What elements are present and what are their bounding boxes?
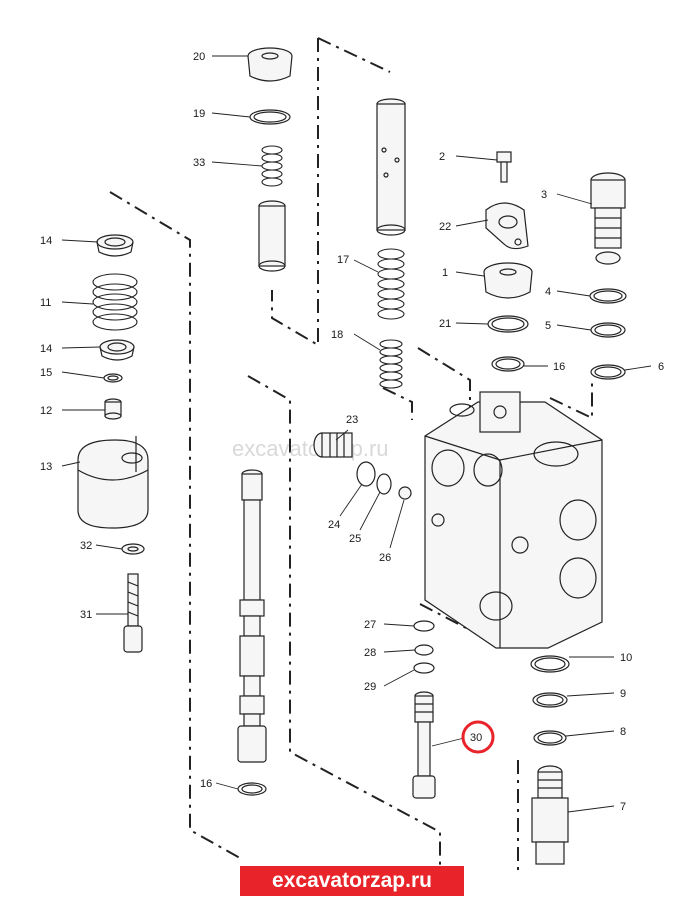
leader-lines xyxy=(61,55,652,813)
callout-2: 2 xyxy=(439,151,445,163)
callout-21: 21 xyxy=(439,318,451,330)
part-19-oring xyxy=(249,109,291,125)
callout-14-upper: 14 xyxy=(40,235,52,247)
callout-9: 9 xyxy=(620,688,626,700)
highlight-circle xyxy=(461,720,495,754)
brand-banner[interactable]: excavatorzap.ru xyxy=(240,866,464,896)
part-2-screw xyxy=(496,151,512,183)
callout-30: 30 xyxy=(470,732,482,744)
callout-5: 5 xyxy=(545,320,551,332)
callout-33: 33 xyxy=(193,157,205,169)
part-12-bolt xyxy=(104,398,122,420)
part-30-plunger xyxy=(412,691,436,799)
part-10-oring xyxy=(530,655,570,673)
callout-26: 26 xyxy=(379,552,391,564)
part-13-cap xyxy=(77,436,149,529)
part-16-upper-ring xyxy=(491,356,525,372)
part-3-relief-valve xyxy=(590,172,626,265)
assembly-guide-lines xyxy=(109,37,593,876)
callout-8: 8 xyxy=(620,726,626,738)
part-5-backup xyxy=(590,322,626,338)
part-24-oring xyxy=(356,461,376,487)
part-15-ring xyxy=(103,373,123,383)
part-7-relief-valve xyxy=(531,765,569,865)
callout-20: 20 xyxy=(193,51,205,63)
part-26-ball xyxy=(398,486,412,500)
callout-23: 23 xyxy=(346,414,358,426)
part-27-oring xyxy=(413,620,435,632)
watermark-text: excavatorzap.ru xyxy=(232,436,389,461)
callout-12: 12 xyxy=(40,405,52,417)
part-20-plug xyxy=(247,47,293,82)
part-valve-body xyxy=(424,391,603,649)
callout-28: 28 xyxy=(364,647,376,659)
callout-3: 3 xyxy=(541,189,547,201)
callout-16-lower: 16 xyxy=(200,778,212,790)
part-11-spring xyxy=(92,273,138,331)
callout-27: 27 xyxy=(364,619,376,631)
part-8-oring xyxy=(533,730,567,746)
part-sleeve xyxy=(258,200,286,272)
part-14-lower-seat xyxy=(99,339,135,361)
callout-15: 15 xyxy=(40,367,52,379)
callout-4: 4 xyxy=(545,286,551,298)
callout-11: 11 xyxy=(40,297,51,309)
callout-31: 31 xyxy=(80,609,92,621)
callout-labels: 20 19 33 14 11 14 15 12 13 32 31 16 17 1… xyxy=(40,51,664,813)
part-spool xyxy=(237,469,267,763)
part-6-oring xyxy=(590,364,626,380)
part-29-oring xyxy=(413,662,435,674)
part-4-oring xyxy=(589,288,627,304)
callout-18: 18 xyxy=(331,329,343,341)
callout-25: 25 xyxy=(349,533,361,545)
part-31-long-bolt xyxy=(123,573,143,653)
part-17-spring xyxy=(377,248,405,320)
callout-14-lower: 14 xyxy=(40,343,52,355)
callout-10: 10 xyxy=(620,652,632,664)
part-25-ring xyxy=(376,473,392,495)
part-18-spring xyxy=(379,339,403,389)
callout-7: 7 xyxy=(620,801,626,813)
part-21-oring xyxy=(487,315,529,333)
part-16-lower-ring xyxy=(237,782,267,796)
callout-13: 13 xyxy=(40,461,52,473)
part-1-cap xyxy=(483,262,533,299)
callout-32: 32 xyxy=(80,540,92,552)
part-14-upper-seat xyxy=(96,234,134,257)
callout-16-upper: 16 xyxy=(553,361,565,373)
callout-29: 29 xyxy=(364,681,376,693)
part-32-washer xyxy=(121,543,145,555)
part-22-plate xyxy=(485,202,529,250)
callout-6: 6 xyxy=(658,361,664,373)
part-33-spring xyxy=(261,145,283,187)
callout-17: 17 xyxy=(337,254,349,266)
callout-24: 24 xyxy=(328,519,340,531)
callout-1: 1 xyxy=(442,267,448,279)
part-piston-tube xyxy=(376,98,406,236)
part-28-ring xyxy=(414,644,434,656)
callout-22: 22 xyxy=(439,221,451,233)
part-23-check xyxy=(313,432,353,458)
callout-19: 19 xyxy=(193,108,205,120)
part-9-ring xyxy=(532,692,568,708)
